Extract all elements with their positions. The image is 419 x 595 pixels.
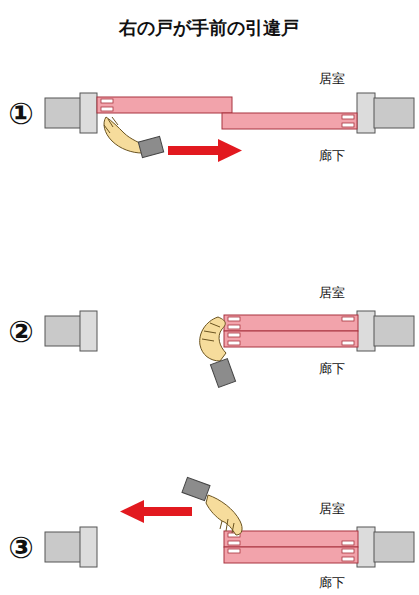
corridor-label: 廊下 [319, 576, 345, 590]
diagram-title: 右の戸が手前の引違戸 [119, 18, 299, 38]
corridor-label: 廊下 [319, 149, 345, 163]
callout-number: ③ [8, 531, 33, 564]
callout-number: ② [8, 315, 33, 348]
hand [200, 317, 236, 387]
hand [104, 117, 164, 158]
room-label: 居室 [319, 286, 345, 300]
panel-2 [45, 311, 414, 387]
direction-arrow [168, 139, 242, 162]
corridor-label: 廊下 [319, 362, 345, 376]
room-label: 居室 [319, 72, 345, 86]
room-label: 居室 [319, 502, 345, 516]
direction-arrow [120, 500, 192, 523]
hand [182, 477, 242, 535]
callout-number: ① [8, 97, 33, 130]
panel-3 [45, 477, 414, 567]
panel-1 [45, 93, 414, 162]
